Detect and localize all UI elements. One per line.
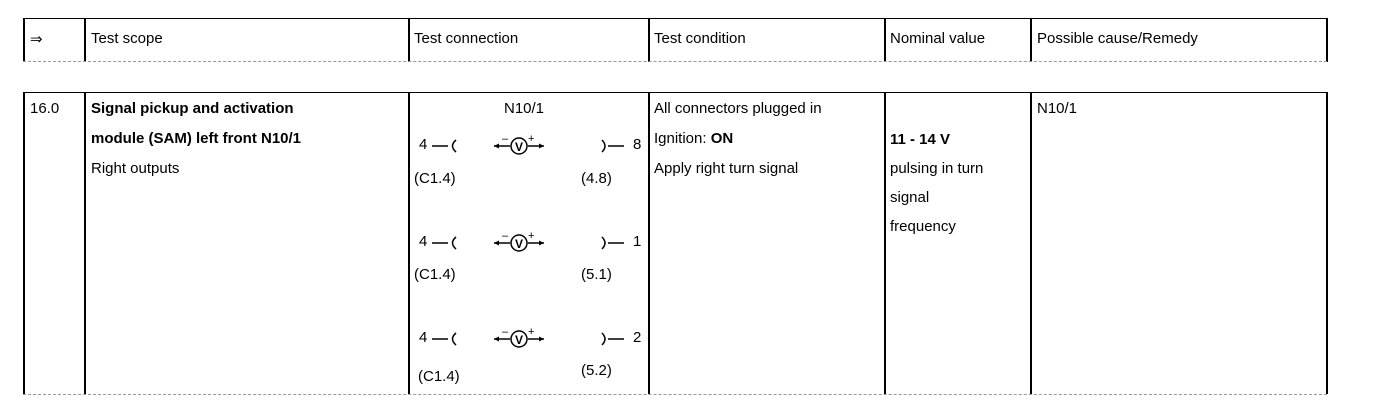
svg-text:+: + <box>528 326 534 338</box>
divider <box>84 18 86 62</box>
voltmeter-icon: – V + <box>494 230 544 252</box>
left-label: (C1.4) <box>414 266 456 283</box>
connector-pin-icon <box>601 139 624 153</box>
condition-line1: All connectors plugged in <box>654 100 822 117</box>
voltmeter-icon: – V + <box>494 133 544 155</box>
header-test-scope: Test scope <box>91 30 163 47</box>
scope-title-line1: Signal pickup and activation <box>91 100 294 117</box>
row-number: 16.0 <box>30 100 60 117</box>
measurement-diagram: – V + <box>432 230 624 252</box>
voltmeter-icon: – V + <box>494 326 544 348</box>
nominal-line2: pulsing in turn <box>890 160 984 177</box>
right-pin: 1 <box>633 233 642 250</box>
condition-ignition-value: ON <box>710 130 734 147</box>
divider <box>23 92 25 394</box>
left-pin: 4 <box>419 136 428 153</box>
svg-text:+: + <box>528 230 534 242</box>
left-pin: 4 <box>419 329 428 346</box>
divider <box>884 92 886 394</box>
divider <box>1030 18 1032 62</box>
left-label: (C1.4) <box>418 368 460 385</box>
scope-subtitle: Right outputs <box>91 160 180 177</box>
connector-pin-icon <box>601 236 624 250</box>
row-bottom-rule <box>23 394 1327 395</box>
header-bottom-rule <box>23 61 1327 62</box>
nominal-line3: signal <box>890 189 930 206</box>
test-scope-cell: Signal pickup and activation module (SAM… <box>91 94 301 184</box>
nominal-voltage: 11 - 14 V <box>890 131 951 148</box>
divider <box>648 92 650 394</box>
divider <box>408 18 410 62</box>
measurement-diagram: – V + <box>432 326 624 348</box>
divider <box>648 18 650 62</box>
connector-socket-icon <box>432 332 457 346</box>
header-test-connection: Test connection <box>414 30 519 47</box>
nominal-value-cell: 11 - 14 V pulsing in turn signal frequen… <box>890 125 983 241</box>
right-label: (5.1) <box>581 266 612 283</box>
divider <box>1326 92 1328 394</box>
header-nominal-value: Nominal value <box>890 30 986 47</box>
svg-text:–: – <box>502 326 509 338</box>
svg-text:V: V <box>515 237 523 251</box>
right-pin: 2 <box>633 329 642 346</box>
nominal-line4: frequency <box>890 218 956 235</box>
svg-text:+: + <box>528 133 534 145</box>
connection-title: N10/1 <box>504 100 545 117</box>
right-label: (4.8) <box>581 170 612 187</box>
connector-socket-icon <box>432 139 457 153</box>
left-pin: 4 <box>419 233 428 250</box>
right-label: (5.2) <box>581 362 612 379</box>
connector-pin-icon <box>601 332 624 346</box>
divider <box>84 92 86 394</box>
connector-socket-icon <box>432 236 457 250</box>
divider <box>1326 18 1328 62</box>
condition-line3: Apply right turn signal <box>654 160 799 177</box>
left-label: (C1.4) <box>414 170 456 187</box>
test-condition-cell: All connectors plugged in Ignition: ON A… <box>654 94 822 184</box>
divider <box>408 92 410 394</box>
table-row <box>23 92 1327 395</box>
condition-line2: Ignition: ON <box>654 124 822 154</box>
header-test-condition: Test condition <box>654 30 746 47</box>
scope-title-line2: module (SAM) left front N10/1 <box>91 130 302 147</box>
svg-text:–: – <box>502 133 509 145</box>
svg-text:V: V <box>515 333 523 347</box>
svg-text:V: V <box>515 140 523 154</box>
divider <box>1030 92 1032 394</box>
header-arrow: ⇒ <box>30 31 43 48</box>
measurement-diagram: – V + <box>432 133 624 155</box>
right-pin: 8 <box>633 136 642 153</box>
table-header <box>23 18 1327 63</box>
svg-text:–: – <box>502 230 509 242</box>
header-possible-cause: Possible cause/Remedy <box>1037 30 1198 47</box>
divider <box>23 18 25 62</box>
divider <box>884 18 886 62</box>
condition-ignition-label: Ignition: <box>654 130 711 147</box>
possible-cause-cell: N10/1 <box>1037 100 1078 117</box>
